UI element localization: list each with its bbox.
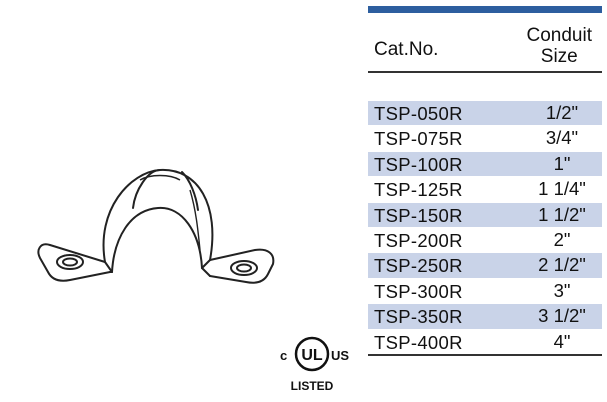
table-row: TSP-125R 1 1/4" — [368, 177, 602, 203]
table-row: TSP-400R 4" — [368, 330, 602, 356]
cat-no-cell: TSP-150R — [374, 204, 463, 226]
cat-no-cell: TSP-250R — [374, 255, 463, 277]
conduit-size-cell: 2" — [553, 228, 571, 250]
header-gap — [368, 73, 602, 101]
conduit-size-cell: 4" — [553, 330, 571, 352]
conduit-size-cell: 3/4" — [545, 127, 579, 149]
cat-no-cell: TSP-050R — [374, 103, 463, 124]
conduit-size-cell: 2 1/2" — [538, 254, 586, 276]
conduit-size-cell: 1" — [553, 152, 571, 174]
ul-c-text: c — [280, 348, 287, 363]
conduit-size-cell: 3" — [553, 279, 571, 301]
header-conduit-size: Conduit Size — [527, 25, 593, 67]
cat-no-cell: TSP-100R — [374, 153, 463, 175]
conduit-size-cell: 1 1/4" — [538, 178, 586, 200]
cat-no-cell: TSP-300R — [374, 280, 463, 302]
conduit-size-cell: 1 1/2" — [538, 203, 586, 225]
cat-no-cell: TSP-350R — [374, 306, 463, 328]
conduit-strap-illustration — [37, 168, 275, 284]
table-row: TSP-350R 3 1/2" — [368, 304, 602, 330]
ul-center-text: UL — [301, 347, 323, 364]
table-row: TSP-250R 2 1/2" — [368, 253, 602, 279]
header-size-line1: Conduit — [526, 25, 593, 46]
table-row: TSP-100R 1" — [368, 151, 602, 178]
ul-listed-text: LISTED — [291, 379, 334, 393]
table-row: TSP-050R 1/2" — [368, 101, 602, 127]
table-row: TSP-075R 3/4" — [368, 126, 602, 152]
cat-no-cell: TSP-075R — [374, 128, 463, 150]
ul-us-text: US — [331, 348, 349, 363]
table-row: TSP-200R 2" — [368, 228, 602, 254]
header-cat-no: Cat.No. — [374, 39, 439, 60]
spec-table: Cat.No. Conduit Size TSP-050R 1/2" TSP-0… — [368, 6, 602, 356]
header-size-line2: Size — [540, 46, 578, 67]
ul-listed-logo: c UL US LISTED — [280, 336, 349, 393]
conduit-size-cell: 1/2" — [545, 102, 579, 123]
cat-no-cell: TSP-400R — [374, 331, 463, 353]
cat-no-cell: TSP-125R — [374, 179, 463, 201]
table-header: Cat.No. Conduit Size — [368, 13, 602, 73]
conduit-size-cell: 3 1/2" — [538, 305, 586, 327]
table-row: TSP-150R 1 1/2" — [368, 202, 602, 228]
table-top-bar — [368, 6, 602, 13]
cat-no-cell: TSP-200R — [374, 229, 463, 251]
table-row: TSP-300R 3" — [368, 279, 602, 305]
